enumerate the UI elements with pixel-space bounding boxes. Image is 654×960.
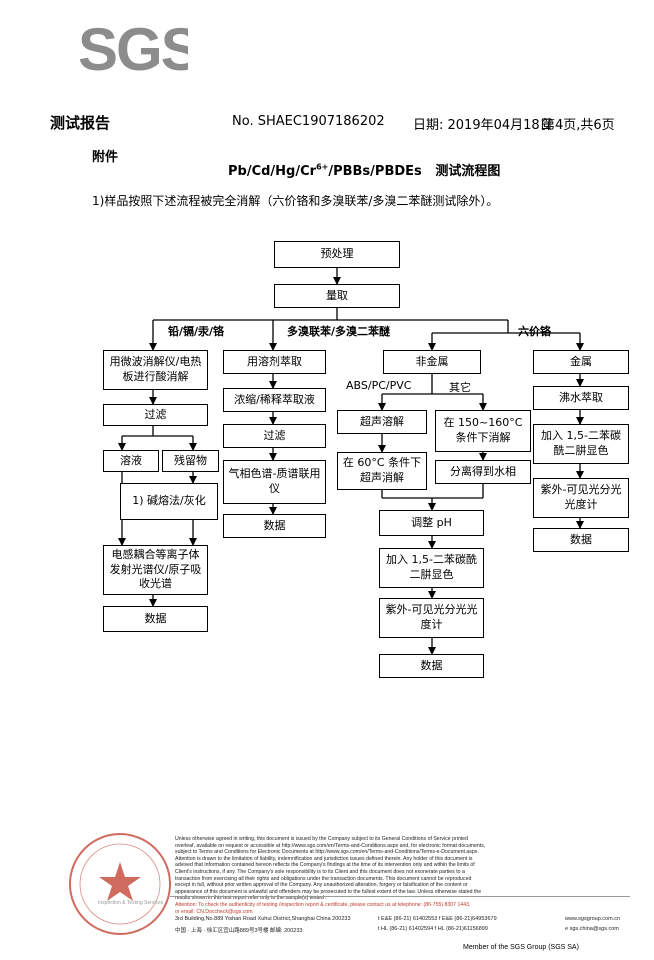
box-pretreatment: 预处理 [274,241,400,268]
box-boiling-water: 沸水萃取 [533,386,629,410]
doc-title: Pb/Cd/Hg/Cr6+/PBBs/PBDEs 测试流程图 [228,160,500,179]
box-metal: 金属 [533,350,629,374]
box-separate-aqueous: 分离得到水相 [435,460,531,484]
box-uv-vis-1: 紫外-可见光分光光度计 [379,598,484,638]
box-uv-vis-2: 紫外-可见光分光光度计 [533,478,629,518]
box-solvent-extraction: 用溶剂萃取 [223,350,326,374]
footer-line: subject to Terms and Conditions for Elec… [175,849,479,856]
label-abs-pc-pvc: ABS/PC/PVC [346,379,412,392]
box-solution: 溶液 [103,450,159,472]
appendix-label: 附件 [92,150,119,165]
doc-title-prefix: Pb/Cd/Hg/Cr [228,164,317,179]
branch-label-cr6: 六价铬 [518,325,551,338]
box-data-3: 数据 [379,654,484,678]
box-concentrate: 浓缩/稀释萃取液 [223,388,326,412]
digestion-note: 1)样品按照下述流程被完全消解（六价铬和多溴联苯/多溴二苯醚测试除外）。 [92,194,499,208]
footer-address-en: 3rd Building,No.889 Yishan Road Xuhui Di… [175,916,351,922]
footer-attention: Attention: To check the authenticity of … [175,901,471,908]
footer-line: except in full, without prior written ap… [175,882,468,889]
box-heat-digestion: 在 150~160°C 条件下消解 [435,410,531,452]
branch-label-metals: 铅/镉/汞/铬 [168,325,225,338]
footer-tel-cn: t HL (86-21) 61402594 f HL (86-21)611568… [378,926,488,932]
branch-label-pbb-pbde: 多溴联苯/多溴二苯醚 [287,325,391,338]
footer-line: appearance of this document is unlawful … [175,888,482,895]
svg-text:SGS: SGS [78,20,188,78]
doc-title-suffix: /PBBs/PBDEs [328,164,422,179]
footer-address-cn: 中国 · 上海 · 徐汇区宜山路889号3号楼 邮编: 200233 [175,928,303,934]
box-acid-digestion: 用微波消解仪/电热板进行酸消解 [103,350,208,390]
report-date: 日期: 2019年04月18日 [413,118,553,133]
box-data-2: 数据 [223,514,326,538]
report-number: No. SHAEC1907186202 [232,114,385,129]
box-ultrasonic-dissolve: 超声溶解 [337,410,427,434]
footer-line: overleaf, available on request or access… [175,842,486,849]
box-data-4: 数据 [533,528,629,552]
doc-title-superscript: 6+ [316,162,329,172]
box-filter-2: 过滤 [223,424,326,448]
box-color-dev-2: 加入 1,5-二苯碳酰二肼显色 [533,424,629,464]
footer-divider [170,896,630,897]
doc-title-cn: 测试流程图 [435,164,501,179]
footer-line: Client's instructions, if any. The Compa… [175,868,465,875]
footer-tel-en: t E&E (86-21) 61402553 f E&E (86-21)6495… [378,916,497,922]
sgs-seal-stamp [69,833,171,935]
report-title: 测试报告 [50,114,111,132]
footer-line: Attention is drawn to the limitation of … [175,855,473,862]
box-data-1: 数据 [103,606,208,632]
box-ultrasonic-60c: 在 60°C 条件下超声消解 [337,452,427,490]
footer-legal-text: Unless otherwise agreed in writing, this… [175,836,620,915]
label-other: 其它 [449,381,471,394]
footer-web-en: www.sgsgroup.com.cn [565,916,621,922]
box-alkali-fusion: 1) 碱熔法/灰化 [120,483,218,520]
box-icp-aas: 电感耦合等离子体发射光谱仪/原子吸收光谱 [103,545,208,595]
box-adjust-ph: 调整 pH [379,510,484,536]
footer-attention-email: or email: CN.Doccheck@sgs.com [175,908,253,915]
box-gcms: 气相色谱-质谱联用仪 [223,460,326,504]
box-color-dev-1: 加入 1,5-二苯碳酰二肼显色 [379,548,484,588]
footer-line: results shown in this test report refer … [175,895,327,902]
footer-line: Unless otherwise agreed in writing, this… [175,836,468,842]
footer-line: advised that information contained hereo… [175,862,475,869]
footer-line: transaction from exercising all their ri… [175,875,472,882]
box-weigh: 量取 [274,284,400,308]
sgs-logo: SGS [78,20,188,78]
seal-caption: Inspection & Testing Services [98,900,164,906]
footer-web-cn: e sgs.china@sgs.com [565,926,619,932]
box-residue: 残留物 [162,450,219,472]
box-nonmetal: 非金属 [383,350,481,374]
page-number: 第4页,共6页 [542,118,615,133]
footer-member: Member of the SGS Group (SGS SA) [463,944,579,951]
box-filter-1: 过滤 [103,404,208,426]
